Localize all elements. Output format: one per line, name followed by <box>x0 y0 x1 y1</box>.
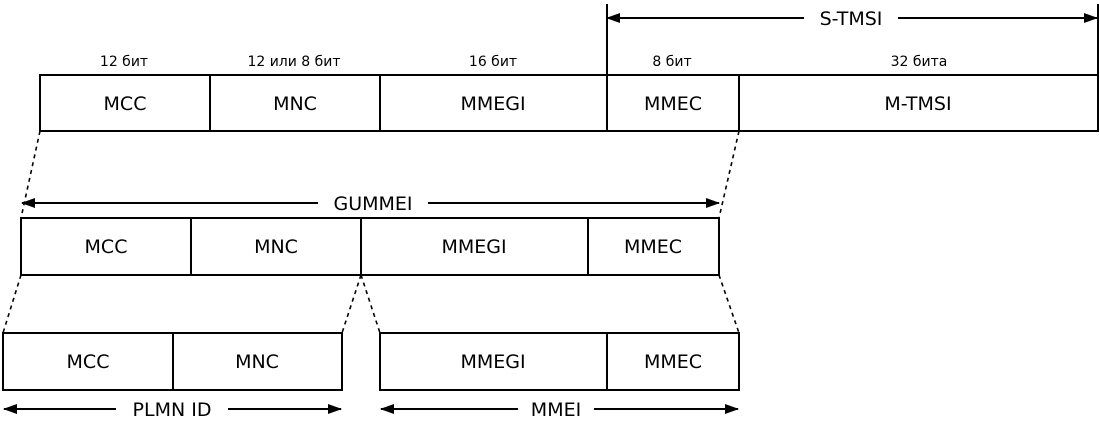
row3-mmec-label: MMEC <box>644 351 702 373</box>
projection-line-gummei-right <box>718 130 740 219</box>
row2-mmec-cell <box>587 217 720 276</box>
mcc-bit-size: 12 бит <box>100 54 148 70</box>
row3-mcc-label: MCC <box>67 351 110 373</box>
row1-mmec-label: MMEC <box>644 93 702 115</box>
s-tmsi-label: S-TMSI <box>820 8 883 30</box>
row2-mnc-label: MNC <box>254 236 298 258</box>
gummei-label: GUMMEI <box>333 193 412 215</box>
row1-mnc-label: MNC <box>273 93 317 115</box>
row1-mmec-cell <box>606 74 740 132</box>
row1-m-tmsi-cell <box>738 74 1099 132</box>
projection-line-mmei-left <box>360 274 381 334</box>
row3-mmegi-cell <box>379 332 608 391</box>
row1-mcc-cell <box>39 74 211 132</box>
mnc-bit-size: 12 или 8 бит <box>247 54 340 70</box>
row3-mmec-cell <box>606 332 740 391</box>
projection-line-mmei-right <box>718 274 740 334</box>
row3-mnc-cell <box>172 332 343 391</box>
row1-mnc-cell <box>209 74 381 132</box>
mmec-bit-size: 8 бит <box>652 54 691 70</box>
row2-mnc-cell <box>190 217 362 276</box>
row2-mmec-label: MMEC <box>624 236 682 258</box>
row2-mcc-label: MCC <box>85 236 128 258</box>
plmn-id-label: PLMN ID <box>133 399 212 421</box>
row2-field-boxes <box>20 217 720 276</box>
row1-field-boxes <box>39 74 1099 132</box>
row1-mcc-label: MCC <box>104 93 147 115</box>
row1-mmegi-cell <box>379 74 608 132</box>
row3-mnc-label: MNC <box>235 351 279 373</box>
row1-m-tmsi-label: M-TMSI <box>884 93 951 115</box>
projection-line-gummei-left <box>20 130 41 219</box>
row1-mmegi-label: MMEGI <box>460 93 525 115</box>
projection-line-plmn-right <box>341 274 362 334</box>
row3-mcc-cell <box>2 332 174 391</box>
mmegi-bit-size: 16 бит <box>469 54 517 70</box>
row3-mmegi-label: MMEGI <box>460 351 525 373</box>
projection-line-plmn-left <box>2 274 22 334</box>
m-tmsi-bit-size: 32 бита <box>891 54 948 70</box>
mmei-label: MMEI <box>531 399 581 421</box>
row2-mcc-cell <box>20 217 192 276</box>
row3-field-boxes <box>2 332 740 391</box>
row2-mmegi-label: MMEGI <box>441 236 506 258</box>
